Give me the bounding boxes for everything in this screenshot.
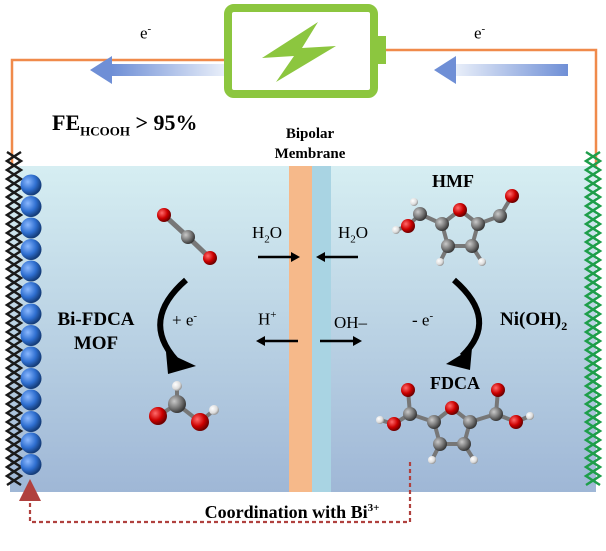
coordination-label: Coordination with Bi3+: [204, 502, 380, 522]
catalyst-bead: [20, 260, 42, 282]
catalyst-bead: [20, 303, 42, 325]
h2o-label-right: H2O: [338, 223, 369, 246]
hydroxide-label: OH–: [334, 313, 368, 332]
fdca-molecule: [376, 383, 534, 464]
cathode-electrode: [4, 150, 24, 487]
catalyst-bead: [20, 282, 42, 303]
faradaic-efficiency-label: FEHCOOH > 95%: [52, 110, 198, 139]
ion-arrows: [256, 252, 362, 346]
cathode-curved-arrow: [157, 277, 188, 363]
wire-right: [376, 48, 598, 168]
electron-label-left: e-: [140, 23, 152, 43]
h2o-label-left: H2O: [252, 223, 283, 246]
catalyst-bead: [20, 239, 42, 260]
formic-acid-molecule: [149, 381, 219, 431]
anode-electrode: [583, 150, 603, 487]
wire-left: [10, 58, 236, 168]
catalyst-bead: [20, 454, 42, 475]
membrane-left-layer: [289, 166, 312, 492]
catalyst-bead: [20, 174, 42, 196]
proton-label: H+: [258, 309, 277, 329]
hmf-molecule: [392, 189, 519, 266]
electron-arrow-left: [90, 56, 224, 84]
catalyst-bead: [20, 411, 42, 432]
catalyst-bead: [20, 217, 42, 239]
membrane-right-layer: [312, 166, 331, 492]
electrode-mesh-strand: [583, 150, 603, 487]
coordination-path: [19, 462, 412, 524]
cathode-catalyst-beads: [20, 174, 42, 475]
catalyst-bead: [20, 368, 42, 389]
battery-icon: [224, 4, 386, 98]
anode-curved-arrow: [452, 277, 483, 359]
electron-loss-label: - e-: [412, 310, 434, 330]
catalyst-bead: [20, 325, 42, 346]
catalyst-bead: [20, 346, 42, 368]
co2-molecule: [157, 208, 217, 265]
electrode-mesh-strand: [4, 150, 24, 487]
catalyst-bead: [20, 196, 42, 217]
electron-arrow-right: [434, 56, 568, 84]
catalyst-bead: [20, 389, 42, 411]
electron-gain-label: + e-: [172, 310, 198, 330]
hmf-label: HMF: [432, 171, 474, 191]
anode-catalyst-label: Ni(OH)2: [500, 309, 568, 333]
catalyst-bead: [20, 432, 42, 454]
fdca-label: FDCA: [430, 373, 480, 393]
electron-label-right: e-: [474, 23, 486, 43]
